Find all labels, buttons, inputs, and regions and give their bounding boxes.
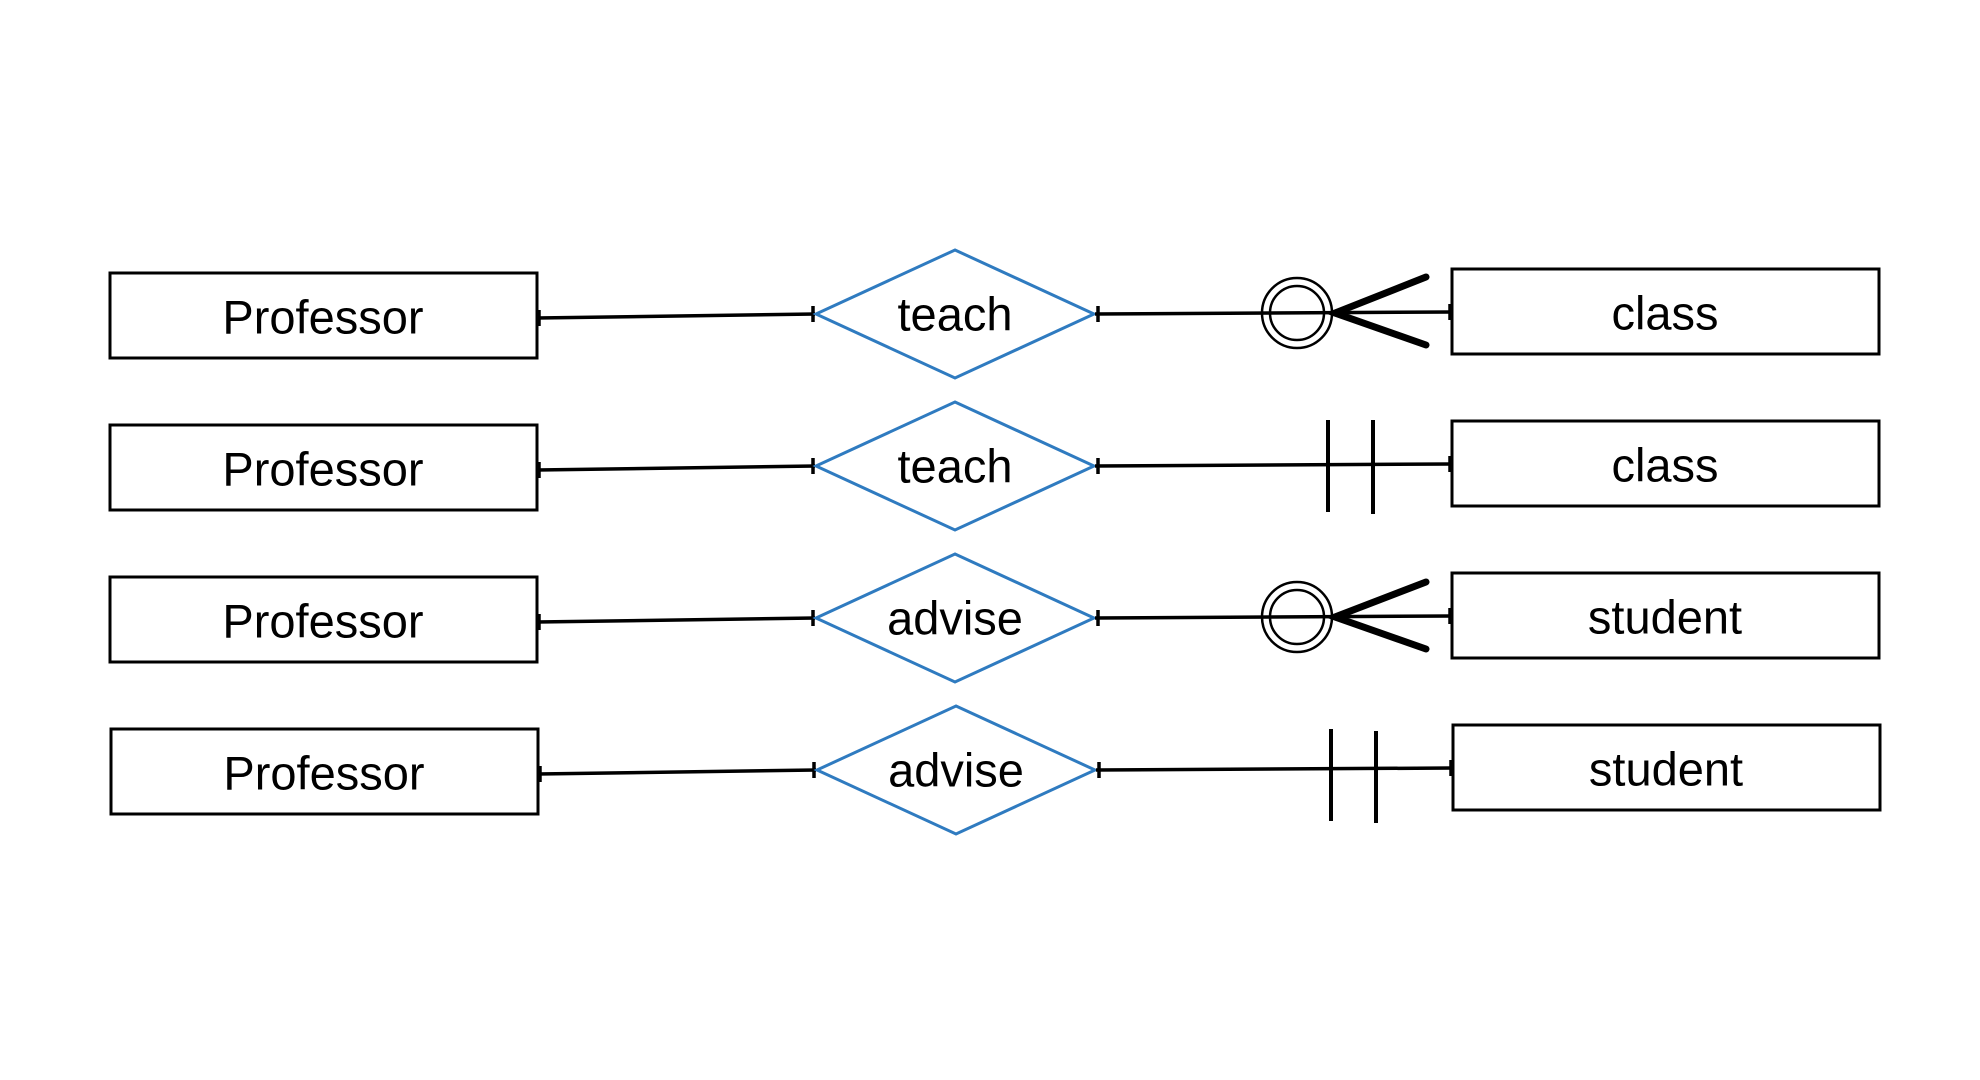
edge-relationship-to-class bbox=[1094, 310, 1453, 316]
er-row-2: Professor teach class bbox=[108, 400, 1881, 532]
relationship-label: advise bbox=[888, 744, 1024, 797]
zero-circle-icon-inner bbox=[1268, 588, 1326, 646]
relationship-label: advise bbox=[887, 592, 1023, 645]
entity-class-box bbox=[1450, 419, 1881, 508]
relationship-diamond bbox=[812, 400, 1098, 532]
entity-professor-box bbox=[108, 575, 539, 664]
relationship-diamond bbox=[812, 248, 1098, 380]
er-row-3: Professor advise student bbox=[108, 552, 1881, 684]
entity-professor-label: Professor bbox=[222, 291, 423, 344]
edge-relationship-to-student bbox=[1095, 766, 1454, 772]
entity-professor-label: Professor bbox=[223, 747, 424, 800]
relationship-label: teach bbox=[898, 288, 1013, 341]
entity-professor-box bbox=[108, 271, 539, 360]
edge-relationship-to-student bbox=[1094, 614, 1453, 620]
relationship-diamond bbox=[812, 552, 1098, 684]
entity-student-label: student bbox=[1589, 743, 1743, 796]
relationship-label: teach bbox=[898, 440, 1013, 493]
entity-student-box bbox=[1450, 571, 1881, 660]
zero-circle-icon-inner bbox=[1268, 284, 1326, 342]
edge-relationship-to-class bbox=[1094, 462, 1453, 468]
entity-student-label: student bbox=[1588, 591, 1742, 644]
entity-professor-label: Professor bbox=[222, 595, 423, 648]
entity-professor-box bbox=[108, 423, 539, 512]
edge-professor-to-relationship bbox=[536, 312, 816, 320]
entity-student-box bbox=[1451, 723, 1882, 812]
crows-foot-icon bbox=[1324, 578, 1430, 653]
relationship-diamond bbox=[813, 704, 1099, 836]
er-row-4: Professor advise student bbox=[109, 704, 1882, 836]
entity-professor-label: Professor bbox=[222, 443, 423, 496]
crows-foot-icon bbox=[1324, 273, 1430, 349]
er-row-1: Professor teach class bbox=[108, 248, 1881, 380]
entity-class-label: class bbox=[1611, 439, 1718, 492]
edge-professor-to-relationship bbox=[537, 768, 817, 776]
edge-professor-to-relationship bbox=[536, 616, 816, 624]
entity-class-box bbox=[1450, 267, 1881, 356]
entity-professor-box bbox=[109, 727, 540, 816]
entity-class-label: class bbox=[1611, 287, 1718, 340]
edge-professor-to-relationship bbox=[536, 464, 816, 472]
